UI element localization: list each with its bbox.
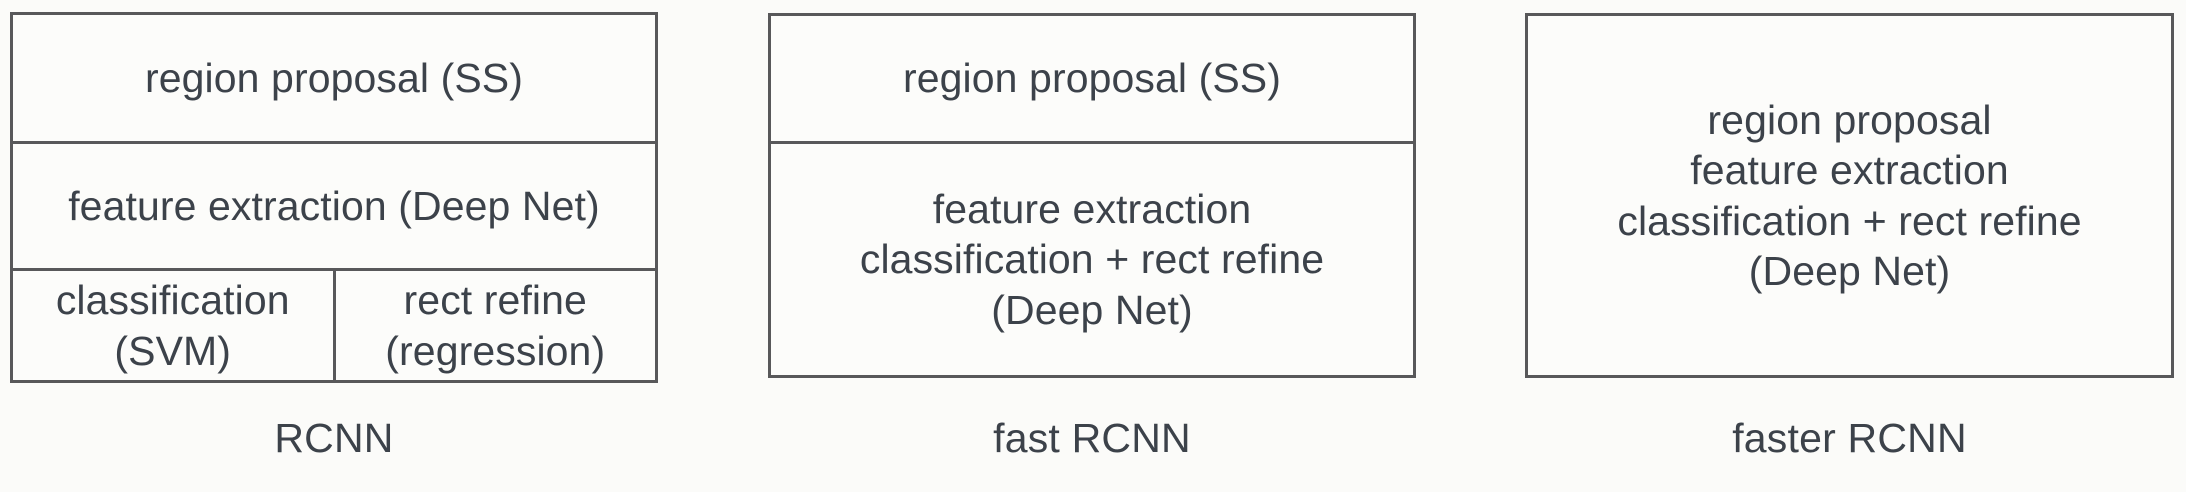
stage-label: feature extraction (Deep Net)	[68, 182, 600, 229]
stage-cell-unified-deep-net: region proposal feature extraction class…	[1528, 16, 2171, 375]
architecture-box-faster-rcnn: region proposal feature extraction class…	[1525, 13, 2174, 378]
architecture-column-rcnn: region proposal (SS) feature extraction …	[0, 0, 672, 492]
architecture-column-faster-rcnn: region proposal feature extraction class…	[1452, 0, 2186, 492]
stage-label: rect refine (regression)	[385, 277, 606, 374]
caption-rcnn: RCNN	[274, 415, 394, 461]
caption-faster-rcnn: faster RCNN	[1732, 415, 1967, 461]
architecture-box-rcnn: region proposal (SS) feature extraction …	[10, 12, 658, 383]
stage-cell-deep-net: feature extraction classification + rect…	[771, 144, 1413, 375]
stage-cell-classification: classification (SVM)	[13, 271, 333, 380]
stage-cell-region-proposal: region proposal (SS)	[13, 15, 655, 141]
stage-label: region proposal (SS)	[902, 55, 1282, 102]
architecture-column-fast-rcnn: region proposal (SS) feature extraction …	[672, 0, 1452, 492]
stage-row-region-proposal: region proposal (SS)	[771, 16, 1413, 141]
stage-row-region-proposal: region proposal (SS)	[13, 15, 655, 141]
stage-cell-region-proposal: region proposal (SS)	[771, 16, 1413, 141]
stage-row-feature-extraction: feature extraction (Deep Net)	[13, 141, 655, 268]
caption-fast-rcnn: fast RCNN	[993, 415, 1191, 461]
stage-label: region proposal feature extraction class…	[1617, 97, 2082, 294]
architecture-box-fast-rcnn: region proposal (SS) feature extraction …	[768, 13, 1416, 378]
stage-cell-feature-extraction: feature extraction (Deep Net)	[13, 144, 655, 268]
stage-cell-rect-refine: rect refine (regression)	[332, 271, 656, 380]
stage-row-deep-net: feature extraction classification + rect…	[771, 141, 1413, 375]
stage-row-unified-deep-net: region proposal feature extraction class…	[1528, 16, 2171, 375]
stage-label: classification (SVM)	[55, 277, 290, 374]
stage-row-classification-and-refine: classification (SVM) rect refine (regres…	[13, 268, 655, 380]
stage-label: region proposal (SS)	[144, 54, 524, 101]
stage-label: feature extraction classification + rect…	[859, 186, 1325, 333]
